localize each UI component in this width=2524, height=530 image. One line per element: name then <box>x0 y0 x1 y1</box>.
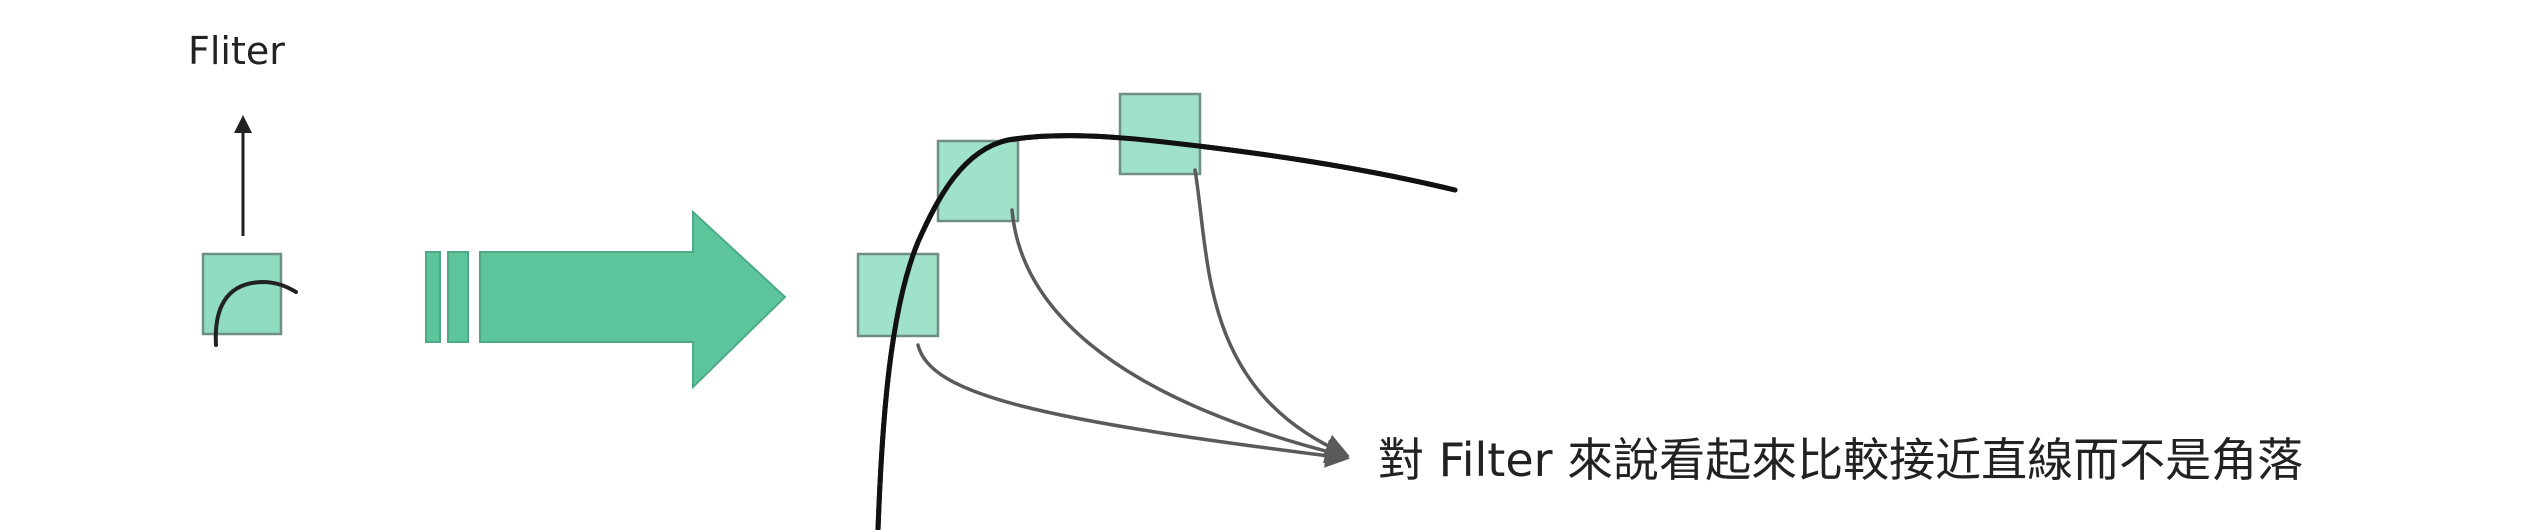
corner-curve-overlay <box>875 133 1458 530</box>
small-filter-curve-icon <box>213 279 298 347</box>
pointer-line-3 <box>1193 168 1350 458</box>
filter-title-label: Fliter <box>188 29 285 73</box>
transition-arrow <box>479 209 787 390</box>
arrow-stripe-1 <box>425 251 441 343</box>
filter-window-3 <box>1118 92 1202 176</box>
annotation-text: 對 Filter 來說看起來比較接近直線而不是角落 <box>1378 433 2303 487</box>
pointer-line-2 <box>1010 208 1350 464</box>
pointer-line-1 <box>916 343 1350 468</box>
arrow-stripe-2 <box>447 251 469 343</box>
small-filter-box <box>201 252 283 336</box>
